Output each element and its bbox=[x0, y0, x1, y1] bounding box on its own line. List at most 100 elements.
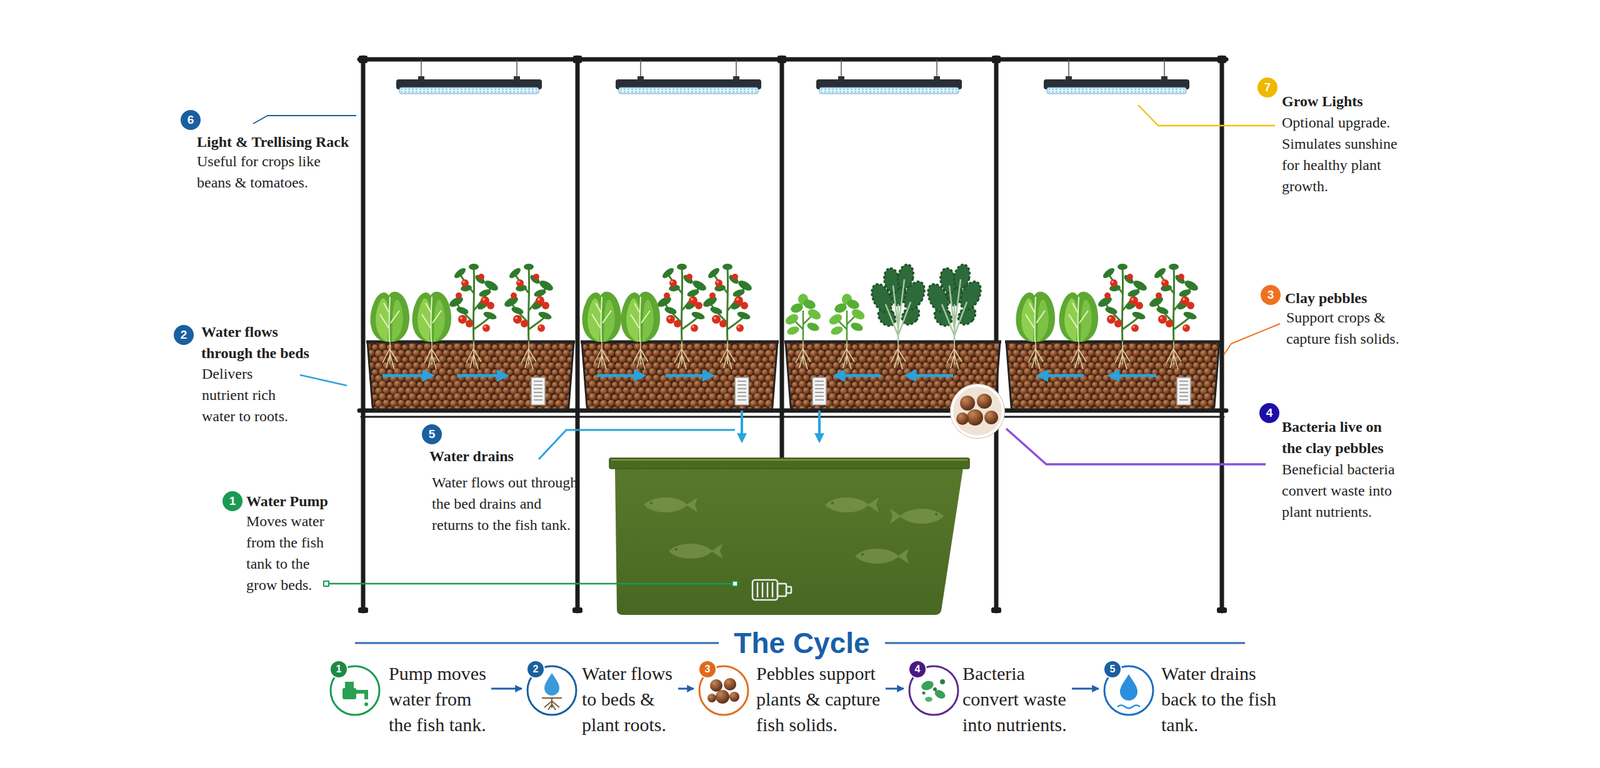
water-flow-arrow bbox=[835, 374, 881, 378]
cycle-arrow bbox=[1071, 688, 1099, 690]
leader-line bbox=[328, 583, 733, 585]
fish-tank bbox=[615, 468, 964, 615]
rack bbox=[1220, 57, 1225, 612]
plant bbox=[448, 263, 500, 370]
leader-line bbox=[732, 581, 738, 587]
plant bbox=[923, 263, 985, 370]
plant bbox=[827, 293, 867, 370]
water-flow-arrow bbox=[1109, 374, 1157, 378]
grow-bed bbox=[1006, 341, 1220, 410]
grow-bed-rim bbox=[580, 340, 779, 344]
cycle-arrow bbox=[885, 688, 904, 690]
step-number: 1 bbox=[329, 660, 349, 679]
pebble-closeup bbox=[960, 395, 975, 411]
cycle-arrow bbox=[678, 688, 694, 690]
step-number: 5 bbox=[1103, 660, 1122, 679]
grow-bed bbox=[367, 341, 1220, 410]
rack-foot bbox=[991, 607, 1002, 614]
callout-heading: Water flows through the beds bbox=[201, 321, 320, 364]
water-pump-symbol bbox=[752, 580, 778, 600]
step-text: Pump moves water from the fish tank. bbox=[388, 660, 495, 738]
step-text: Water drains back to the fish tank. bbox=[1161, 660, 1284, 738]
callout-heading: Bacteria live on the clay pebbles bbox=[1281, 416, 1398, 459]
bed-drain bbox=[735, 377, 749, 405]
water-flow-arrow bbox=[740, 410, 744, 442]
callout-heading: Grow Lights bbox=[1281, 90, 1439, 112]
grow-light bbox=[396, 59, 542, 94]
callout-text: Support crops & capture fish solids. bbox=[1286, 306, 1415, 350]
step-number: 2 bbox=[526, 660, 545, 679]
pebble-closeup bbox=[984, 410, 999, 425]
callout-heading: Water drains bbox=[429, 445, 586, 467]
plant bbox=[656, 263, 709, 370]
plant bbox=[867, 263, 929, 370]
fish-tank bbox=[609, 458, 970, 469]
water-flow-arrow bbox=[382, 375, 1157, 442]
rack bbox=[994, 57, 999, 612]
water-pump-symbol bbox=[777, 583, 787, 597]
leader-line bbox=[323, 581, 329, 587]
grow-bed bbox=[367, 341, 574, 410]
water-pump-symbol bbox=[752, 580, 792, 600]
cycle-icon bbox=[940, 679, 945, 685]
water-flow-arrow bbox=[456, 374, 507, 378]
callout-text: Beneficial bacteria convert waste into p… bbox=[1281, 458, 1407, 523]
plant bbox=[503, 263, 555, 370]
water-flow-arrow bbox=[818, 410, 821, 442]
cycle-icon bbox=[933, 687, 937, 692]
fish bbox=[643, 497, 944, 564]
plant bbox=[1096, 263, 1149, 370]
water-pump-symbol bbox=[786, 586, 792, 594]
callout-heading: Light & Trellising Rack bbox=[196, 131, 385, 153]
pebble-closeup bbox=[976, 393, 992, 409]
cycle-icon bbox=[925, 696, 933, 702]
leader-line bbox=[253, 115, 357, 124]
callout-heading: Clay pebbles bbox=[1285, 287, 1442, 309]
fish bbox=[825, 497, 879, 513]
section-title: The Cycle bbox=[676, 625, 927, 661]
callout-number: 7 bbox=[1257, 77, 1278, 98]
rack bbox=[575, 57, 580, 612]
plant bbox=[1016, 291, 1056, 370]
plant bbox=[582, 291, 622, 370]
cycle-icon bbox=[707, 693, 717, 703]
rack bbox=[359, 57, 1227, 62]
fish-tank bbox=[609, 458, 970, 615]
cycle-icon bbox=[364, 702, 369, 707]
callout-text: Moves water from the fish tank to the gr… bbox=[246, 510, 334, 596]
grow-light bbox=[615, 59, 762, 94]
fish-tank bbox=[611, 459, 968, 461]
cycle-step: 5Water drains back to the fish tank. bbox=[1102, 659, 1279, 739]
pebble-closeup bbox=[950, 383, 1005, 439]
grow-light bbox=[1043, 59, 1190, 94]
cycle-arrow bbox=[491, 688, 522, 690]
cycle-icon bbox=[729, 691, 740, 702]
plant bbox=[1059, 291, 1099, 370]
step-text: Bacteria convert waste into nutrients. bbox=[962, 660, 1072, 738]
cycle-icon bbox=[356, 691, 367, 700]
plant bbox=[412, 291, 452, 370]
cycle-icon bbox=[544, 673, 560, 696]
water-flow-arrow bbox=[665, 374, 713, 378]
cycle-step: 1Pump moves water from the fish tank. bbox=[328, 659, 488, 739]
cycle-icon bbox=[723, 678, 737, 691]
callout-number: 4 bbox=[1259, 403, 1280, 424]
leader-line bbox=[1223, 323, 1280, 355]
plant bbox=[783, 293, 823, 370]
callout-text: Delivers nutrient rich water to roots. bbox=[201, 363, 296, 427]
cycle-icon bbox=[710, 679, 723, 692]
water-flow-arrow bbox=[382, 374, 433, 378]
bed-drain bbox=[531, 377, 545, 405]
pebble-closeup bbox=[956, 412, 969, 425]
grow-light bbox=[396, 59, 1190, 94]
cycle-step: 3Pebbles support plants & capture fish s… bbox=[697, 659, 882, 739]
callout-text: Water flows out through the bed drains a… bbox=[431, 471, 582, 536]
rack-foot bbox=[358, 55, 368, 64]
cycle-icon bbox=[715, 690, 730, 704]
callout-text: Useful for crops like beans & tomatoes. bbox=[196, 150, 347, 194]
leader-line bbox=[1006, 428, 1266, 465]
cycle-title-rule bbox=[355, 642, 719, 645]
water-pump-symbol bbox=[757, 582, 773, 598]
cycle-title-rule bbox=[885, 642, 1245, 645]
